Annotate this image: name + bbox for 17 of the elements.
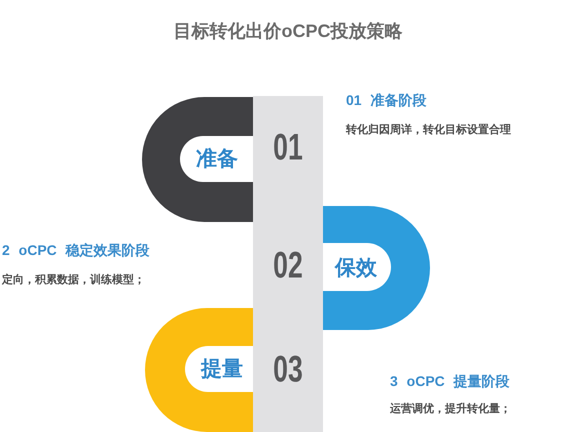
c-shaped-band	[142, 97, 253, 222]
stage-label: 保效	[335, 258, 377, 278]
stage-heading: 2 oCPC 稳定效果阶段	[2, 243, 150, 257]
stage-label: 准备	[196, 148, 238, 170]
stage-heading: 3 oCPC 提量阶段	[390, 374, 510, 388]
title: 目标转化出价oCPC投放策略	[174, 22, 402, 40]
stage-heading: 01 准备阶段	[346, 93, 426, 107]
stage-description: 转化归因周详，转化目标设置合理	[346, 125, 511, 136]
c-shaped-band	[145, 308, 253, 432]
step-number: 03	[273, 350, 303, 388]
stage-description: 定向，积累数据，训练模型；	[2, 275, 145, 286]
step-number: 01	[273, 128, 303, 166]
stage-label: 提量	[201, 358, 243, 380]
vertical-band	[253, 96, 323, 432]
stage-description: 运营调优，提升转化量；	[390, 404, 511, 415]
c-shaped-band	[323, 206, 430, 330]
step-number: 02	[273, 246, 303, 284]
